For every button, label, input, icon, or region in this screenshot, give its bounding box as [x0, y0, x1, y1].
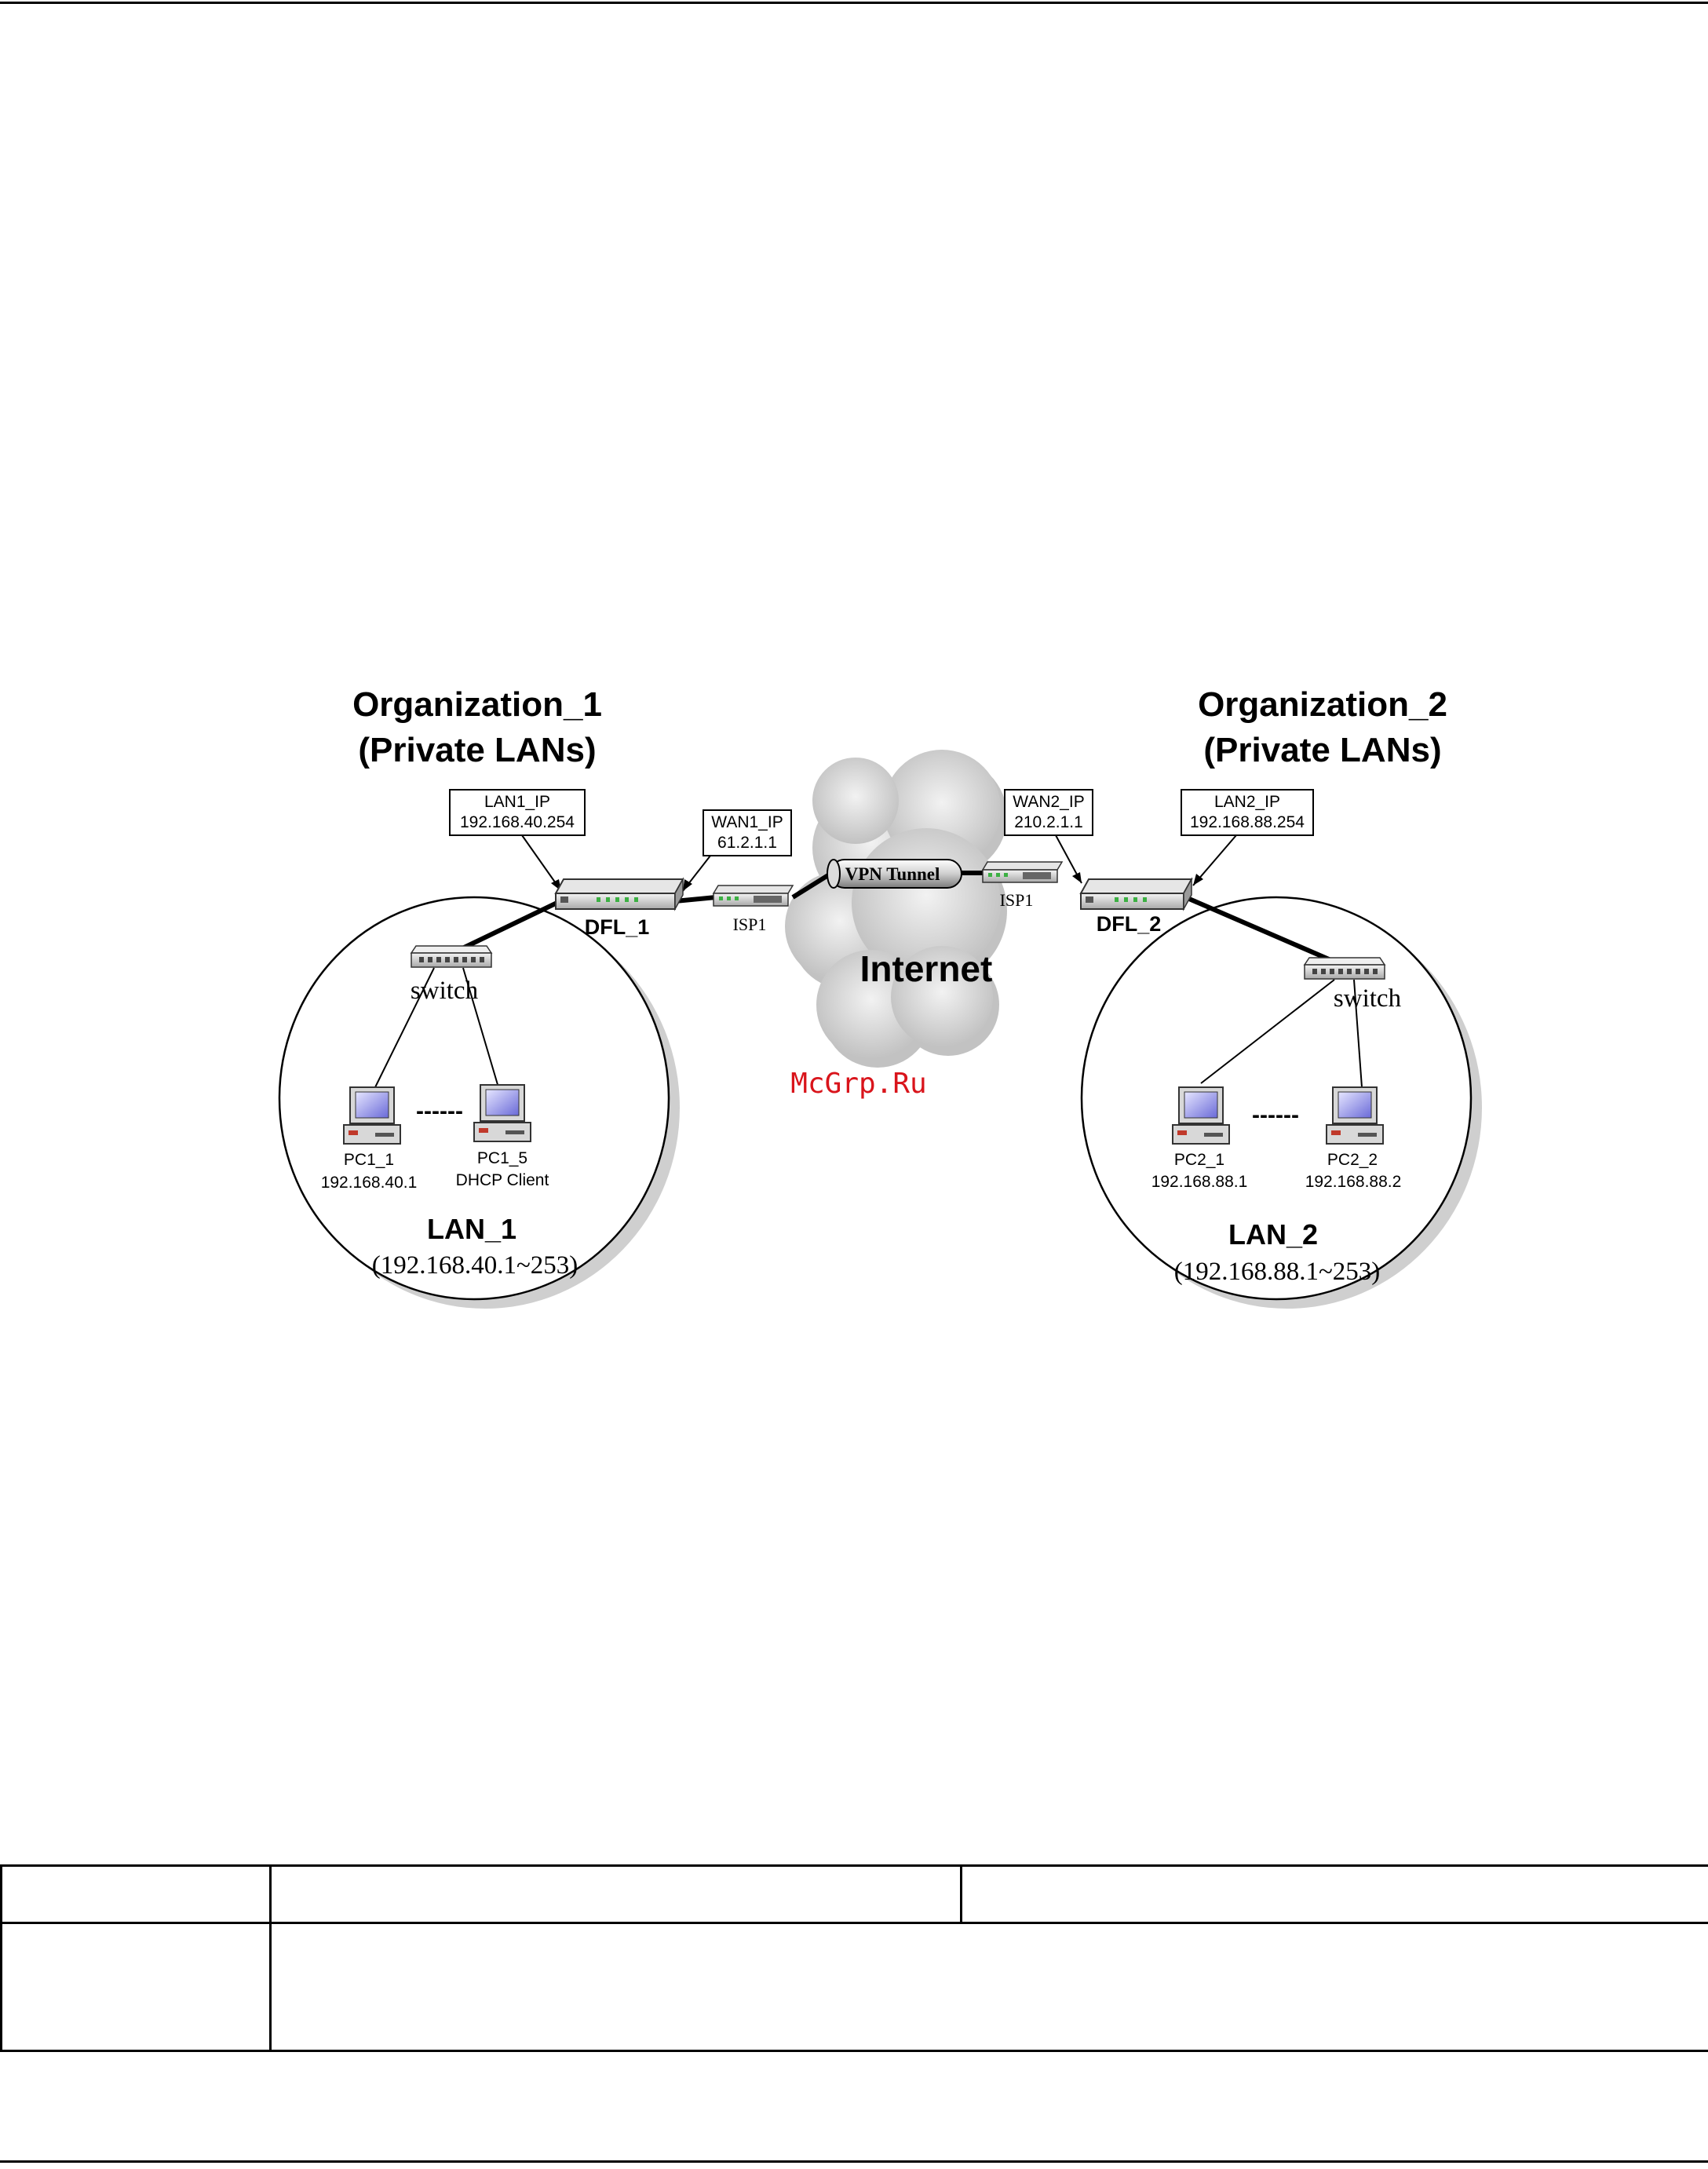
pc2-2-ip: 192.168.88.2 [1305, 1173, 1402, 1191]
wan1-ip-label: WAN1_IP [711, 813, 783, 831]
dfl2-label: DFL_2 [1097, 912, 1162, 936]
org2-subtitle: (Private LANs) [1203, 731, 1441, 769]
lan2-ip-label: LAN2_IP [1214, 793, 1280, 811]
lan2-ip-value: 192.168.88.254 [1190, 813, 1305, 831]
table-cell [0, 1864, 272, 1924]
table-cell [269, 1864, 962, 1924]
pc-links [374, 967, 1363, 1088]
internet-label: Internet [860, 948, 993, 989]
lan2-range: (192.168.88.1~253) [1174, 1258, 1381, 1286]
lan2-title: LAN_2 [1228, 1218, 1318, 1251]
isp1-left-label: ISP1 [733, 915, 767, 934]
isp1-right-label: ISP1 [1000, 890, 1034, 910]
wan1-ip-callout: WAN1_IP 61.2.1.1 [682, 809, 792, 892]
pc1-5-name: PC1_5 [477, 1149, 527, 1167]
vpn-tunnel-label: VPN Tunnel [845, 864, 940, 884]
dfl1-router-icon [554, 877, 684, 911]
watermark: McGrp.Ru [790, 1068, 926, 1100]
table-cell [960, 1864, 1708, 1924]
lan1-ip-callout: LAN1_IP 192.168.40.254 [449, 789, 586, 892]
org1-subtitle: (Private LANs) [358, 731, 596, 769]
switch-left-icon [410, 945, 493, 968]
lan1-range: (192.168.40.1~253) [372, 1251, 578, 1280]
lan1-ip-label: LAN1_IP [484, 793, 550, 811]
isp1-left-modem-icon [712, 885, 794, 907]
pc1-5-computer-icon [473, 1084, 531, 1142]
pc1-1-ip: 192.168.40.1 [321, 1174, 418, 1192]
wan2-ip-value: 210.2.1.1 [1014, 813, 1083, 831]
pc1-5-ip: DHCP Client [456, 1171, 549, 1189]
pc2-2-name: PC2_2 [1327, 1151, 1378, 1169]
pc2-1-computer-icon [1172, 1086, 1230, 1145]
pc2-1-ip: 192.168.88.1 [1151, 1173, 1248, 1191]
pc1-1-name: PC1_1 [344, 1151, 394, 1169]
wan2-ip-label: WAN2_IP [1013, 793, 1084, 811]
wan1-ip-value: 61.2.1.1 [717, 834, 777, 852]
dfl1-label: DFL_1 [585, 915, 650, 939]
org2-title: Organization_2 [1198, 685, 1447, 724]
switch-right-label: switch [1334, 984, 1402, 1013]
wan2-ip-callout: WAN2_IP 210.2.1.1 [1004, 789, 1093, 884]
lan2-ip-callout: LAN2_IP 192.168.88.254 [1181, 789, 1314, 886]
switch-right-icon [1303, 957, 1386, 980]
table-cell [0, 1922, 272, 2052]
table-cell [269, 1922, 1708, 2052]
switch-left-label: switch [411, 977, 479, 1005]
pc2-2-computer-icon [1326, 1086, 1384, 1145]
lan1-dots: ------ [416, 1098, 463, 1124]
lan1-ip-value: 192.168.40.254 [460, 813, 575, 831]
pc2-1-name: PC2_1 [1174, 1151, 1224, 1169]
bottom-table [0, 1864, 1708, 2052]
org1-title: Organization_1 [352, 685, 602, 724]
top-rule [0, 2, 1708, 4]
bottom-rule [0, 2160, 1708, 2163]
lan2-dots: ------ [1252, 1102, 1299, 1128]
lan2-circle [1080, 896, 1482, 1309]
internet-cloud [785, 750, 1007, 1068]
table-row [0, 1864, 1708, 1924]
vpn-tunnel: VPN Tunnel [827, 859, 962, 889]
table-row [0, 1922, 1708, 2052]
isp1-right-modem-icon [981, 861, 1064, 883]
dfl2-router-icon [1079, 877, 1193, 911]
lan1-title: LAN_1 [427, 1213, 516, 1245]
pc1-1-computer-icon [343, 1086, 401, 1145]
